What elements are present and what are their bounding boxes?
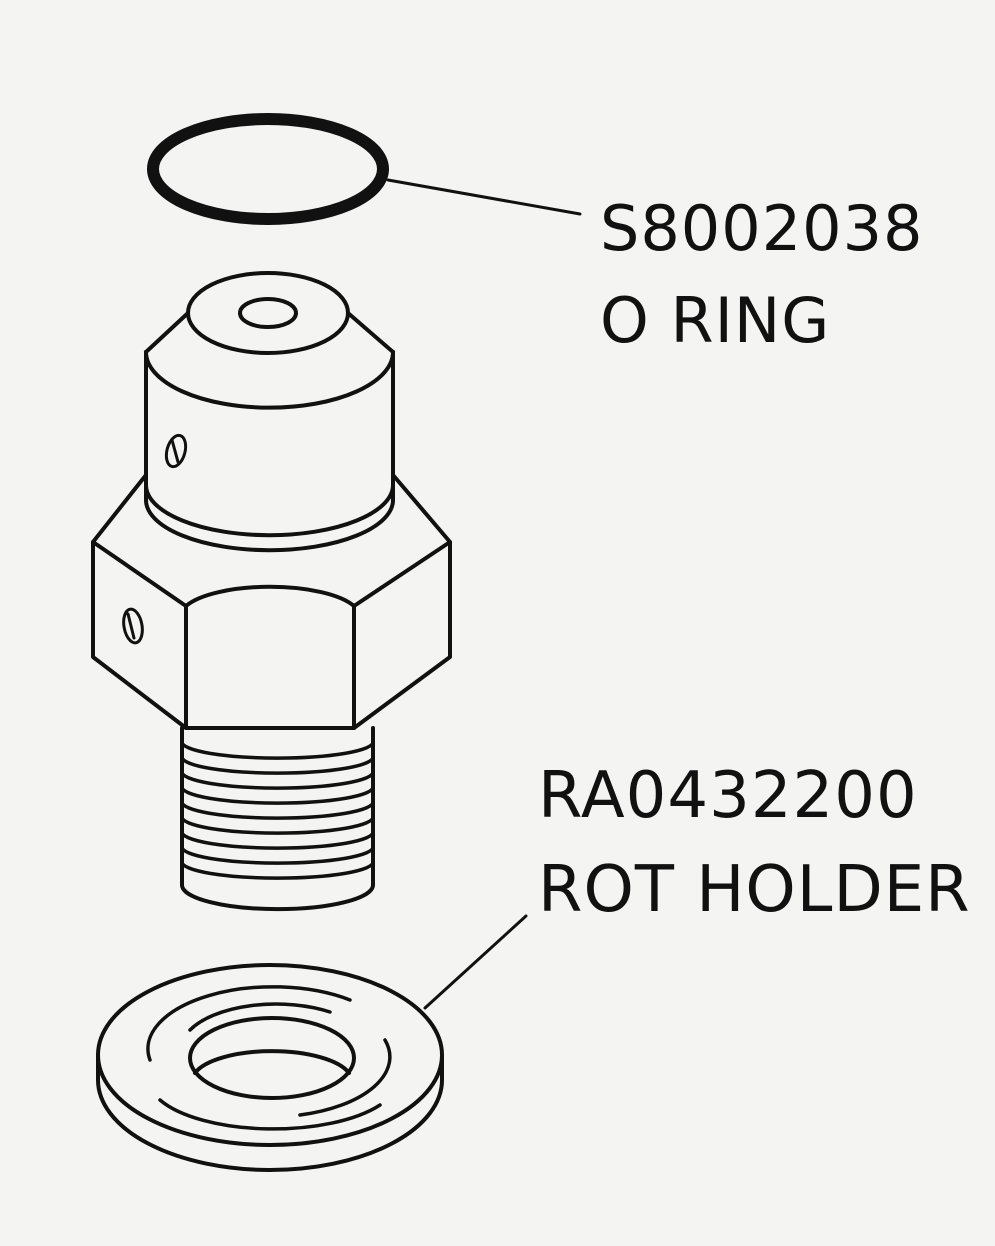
holder-part-name: ROT HOLDER bbox=[538, 853, 971, 927]
fitting-drawing bbox=[91, 271, 452, 912]
o-ring-leader-line bbox=[386, 178, 582, 216]
holder-leader-line bbox=[423, 914, 528, 1010]
washer-drawing bbox=[96, 963, 444, 1172]
o-ring-drawing bbox=[147, 113, 389, 225]
holder-part-number: RA0432200 bbox=[538, 759, 918, 833]
o-ring-part-name: O RING bbox=[600, 284, 831, 357]
o-ring-part-number: S8002038 bbox=[600, 192, 924, 265]
